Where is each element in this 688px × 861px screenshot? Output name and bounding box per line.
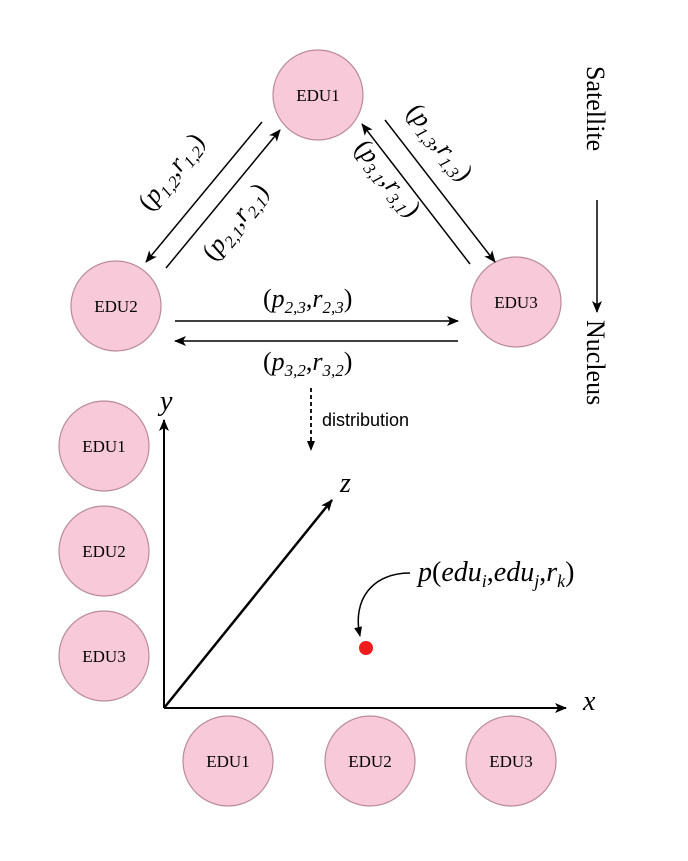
scale-label-satellite: Satellite — [581, 66, 610, 151]
svg-text:EDU1: EDU1 — [296, 86, 339, 105]
y-axis-node-edu3: EDU3 — [58, 610, 150, 702]
x-axis-node-edu3: EDU3 — [465, 715, 557, 807]
edge-label-2-3: (p2,3,r2,3) — [263, 284, 352, 317]
point-pointer-arrow — [354, 572, 411, 637]
point-label: p(edui,eduj,rk) — [416, 557, 574, 591]
svg-text:EDU3: EDU3 — [489, 752, 532, 771]
y-axis-label: y — [157, 386, 173, 417]
y-axis-node-edu1: EDU1 — [58, 400, 150, 492]
x-axis-node-edu2: EDU2 — [324, 715, 416, 807]
graph-node-edu1: EDU1 — [272, 49, 364, 141]
y-axis-node-edu2: EDU2 — [58, 505, 150, 597]
svg-text:EDU3: EDU3 — [82, 647, 125, 666]
edge-arrow-edu3-to-edu1 — [361, 123, 471, 265]
edge-label-1-3: (p1,3,r1,3) — [398, 98, 479, 189]
x-axis-label: x — [582, 686, 596, 717]
svg-text:EDU1: EDU1 — [82, 437, 125, 456]
edge-label-3-1: (p3,1,r3,1) — [346, 134, 427, 225]
edge-label-3-2: (p3,2,r3,2) — [263, 347, 352, 380]
scale-label-nucleus: Nucleus — [581, 320, 610, 405]
x-axis-node-edu1: EDU1 — [182, 715, 274, 807]
graph-node-edu2: EDU2 — [70, 260, 162, 352]
svg-text:EDU2: EDU2 — [82, 542, 125, 561]
edge-arrow-edu1-to-edu2 — [145, 121, 263, 263]
distribution-label: distribution — [322, 410, 409, 430]
z-axis — [163, 499, 333, 709]
svg-text:EDU2: EDU2 — [94, 297, 137, 316]
svg-text:EDU3: EDU3 — [494, 293, 537, 312]
edge-arrow-edu1-to-edu3 — [384, 119, 496, 263]
distribution-point — [359, 641, 373, 655]
edge-label-2-1: (p2,1,r2,1) — [196, 177, 277, 268]
svg-text:EDU2: EDU2 — [348, 752, 391, 771]
z-axis-label: z — [339, 468, 351, 499]
edge-arrow-edu2-to-edu1 — [165, 129, 281, 269]
svg-text:EDU1: EDU1 — [206, 752, 249, 771]
graph-node-edu3: EDU3 — [470, 256, 562, 348]
edge-label-1-2: (p1,2,r1,2) — [132, 127, 213, 218]
